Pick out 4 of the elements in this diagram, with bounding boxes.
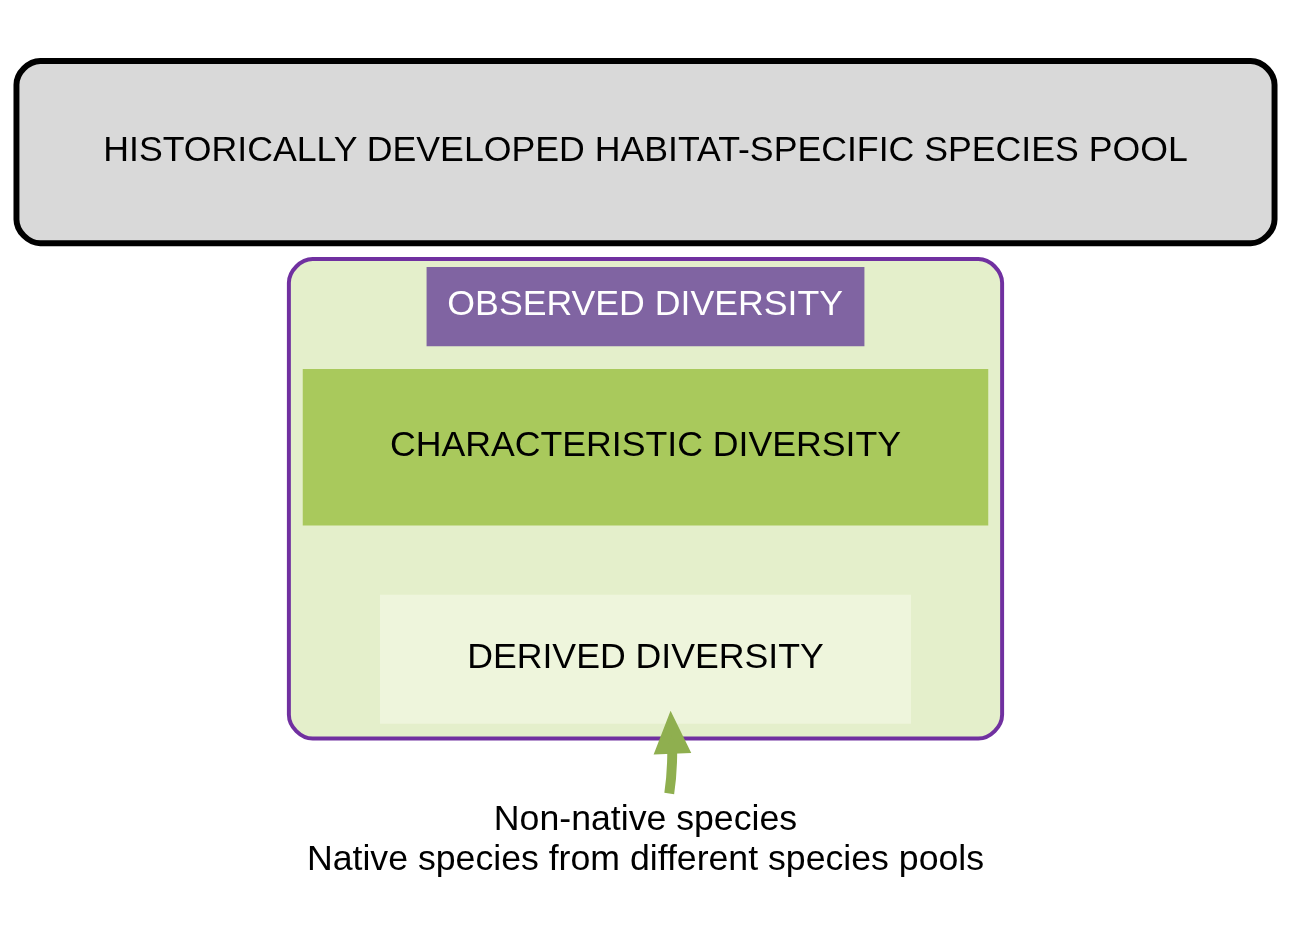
- node-text: Non-native species Native species from different species pools: [306, 798, 985, 879]
- node-box: CHARACTERISTIC DIVERSITY: [302, 369, 989, 526]
- node-box: HISTORICALLY DEVELOPED HABITAT-SPECIFIC SPECIES POOL: [13, 57, 1278, 247]
- node-box: DERIVED DIVERSITY: [380, 594, 911, 724]
